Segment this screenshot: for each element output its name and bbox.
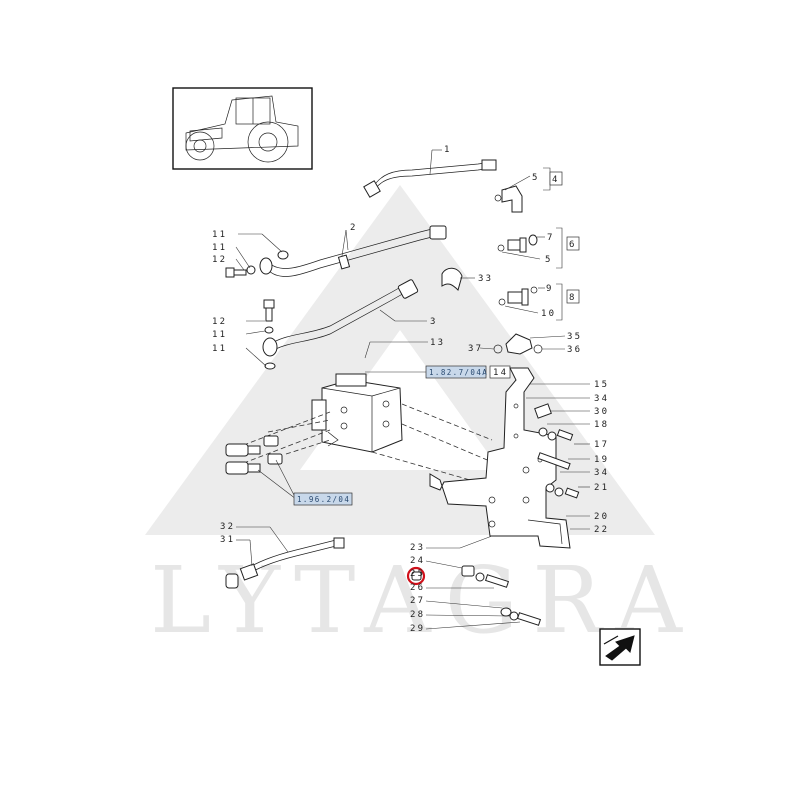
cap-31[interactable]	[225, 573, 239, 589]
washer-11[interactable]	[264, 362, 276, 370]
valve-block[interactable]	[311, 373, 403, 453]
ref-label-bottom[interactable]: 1.96.2/04	[297, 495, 350, 504]
callout-36[interactable]: 36	[567, 345, 582, 355]
bolt-26[interactable]	[484, 574, 510, 588]
washer-17[interactable]	[547, 431, 557, 441]
callout-24[interactable]: 24	[410, 556, 425, 566]
callout-20[interactable]: 20	[594, 512, 609, 522]
callout-1[interactable]: 1	[444, 145, 452, 155]
elbow-35[interactable]	[493, 333, 543, 355]
washer-18[interactable]	[538, 427, 548, 437]
callout-2[interactable]: 2	[350, 223, 358, 233]
arrow-icon	[603, 635, 635, 661]
fitting-adapter-7[interactable]	[497, 234, 538, 253]
mounting-bracket[interactable]	[429, 367, 571, 549]
group-box-8[interactable]: 8	[569, 293, 577, 303]
ref-label-top[interactable]: 1.82.7/04A	[429, 368, 488, 377]
bolt-12[interactable]	[225, 267, 247, 278]
washer-11[interactable]	[246, 265, 256, 275]
callout-21[interactable]: 21	[594, 483, 609, 493]
callout-35[interactable]: 35	[567, 332, 582, 342]
group-box-6[interactable]: 6	[569, 240, 577, 250]
callout-25[interactable]: 25	[410, 569, 425, 579]
callout-3[interactable]: 3	[430, 317, 438, 327]
quick-coupler-lower[interactable]	[225, 453, 283, 475]
highlight-marker[interactable]	[406, 566, 426, 586]
washer-21[interactable]	[554, 487, 564, 497]
callout-15[interactable]: 15	[594, 380, 609, 390]
washer-11[interactable]	[277, 250, 289, 260]
callout-12b[interactable]: 12	[212, 317, 227, 327]
callout-5a[interactable]: 5	[532, 173, 540, 183]
callout-7[interactable]: 7	[547, 233, 555, 243]
callout-31[interactable]: 31	[220, 535, 235, 545]
callout-32[interactable]: 32	[220, 522, 235, 532]
pipe-2[interactable]	[259, 225, 447, 277]
bolt-19[interactable]	[537, 452, 571, 470]
spacer-30[interactable]	[534, 403, 552, 419]
callout-26[interactable]: 26	[410, 583, 425, 593]
bolt-12-vertical[interactable]	[263, 299, 275, 322]
bushing-25[interactable]	[411, 571, 422, 581]
callout-11b[interactable]: 11	[212, 243, 227, 253]
watermark-text: LYTAGRA	[150, 547, 696, 654]
bolt-17[interactable]	[556, 429, 574, 441]
tractor-thumbnail[interactable]	[172, 87, 313, 170]
callout-34a[interactable]: 34	[594, 394, 609, 404]
callout-29[interactable]: 29	[410, 624, 425, 634]
washer-28[interactable]	[509, 611, 519, 621]
washer-11[interactable]	[264, 326, 274, 334]
callout-37[interactable]: 37	[468, 344, 483, 354]
washer-25[interactable]	[475, 572, 485, 582]
callout-10[interactable]: 10	[541, 309, 556, 319]
callout-18[interactable]: 18	[594, 420, 609, 430]
callout-9[interactable]: 9	[546, 284, 554, 294]
callout-33[interactable]: 33	[478, 274, 493, 284]
callout-13[interactable]: 13	[430, 338, 445, 348]
callout-27[interactable]: 27	[410, 596, 425, 606]
callout-28[interactable]: 28	[410, 610, 425, 620]
ref-box-14[interactable]: 14	[493, 368, 508, 378]
callout-30[interactable]: 30	[594, 407, 609, 417]
tractor-icon	[185, 95, 299, 163]
callout-22[interactable]: 22	[594, 525, 609, 535]
fitting-adapter-9[interactable]	[498, 286, 538, 306]
fitting-elbow-5[interactable]	[494, 185, 523, 213]
bolt-21[interactable]	[564, 487, 580, 499]
quick-coupler-upper[interactable]	[225, 435, 279, 457]
callout-19[interactable]: 19	[594, 455, 609, 465]
pipe-32[interactable]	[239, 537, 345, 581]
group-box-4[interactable]: 4	[552, 175, 560, 185]
pipe-3[interactable]	[262, 279, 419, 357]
washer-27[interactable]	[500, 607, 512, 617]
callout-23[interactable]: 23	[410, 543, 425, 553]
spacer-24[interactable]	[461, 565, 475, 577]
callout-12a[interactable]: 12	[212, 255, 227, 265]
washer-21[interactable]	[545, 483, 555, 493]
callout-11c[interactable]: 11	[212, 330, 227, 340]
callout-11a[interactable]: 11	[212, 230, 227, 240]
callout-11d[interactable]: 11	[212, 344, 227, 354]
callout-5b[interactable]: 5	[545, 255, 553, 265]
pipe-1[interactable]	[363, 159, 497, 198]
callout-34b[interactable]: 34	[594, 468, 609, 478]
clip-33[interactable]	[441, 267, 463, 291]
bolt-29[interactable]	[516, 612, 542, 626]
next-page-button[interactable]	[599, 628, 641, 666]
callout-17[interactable]: 17	[594, 440, 609, 450]
